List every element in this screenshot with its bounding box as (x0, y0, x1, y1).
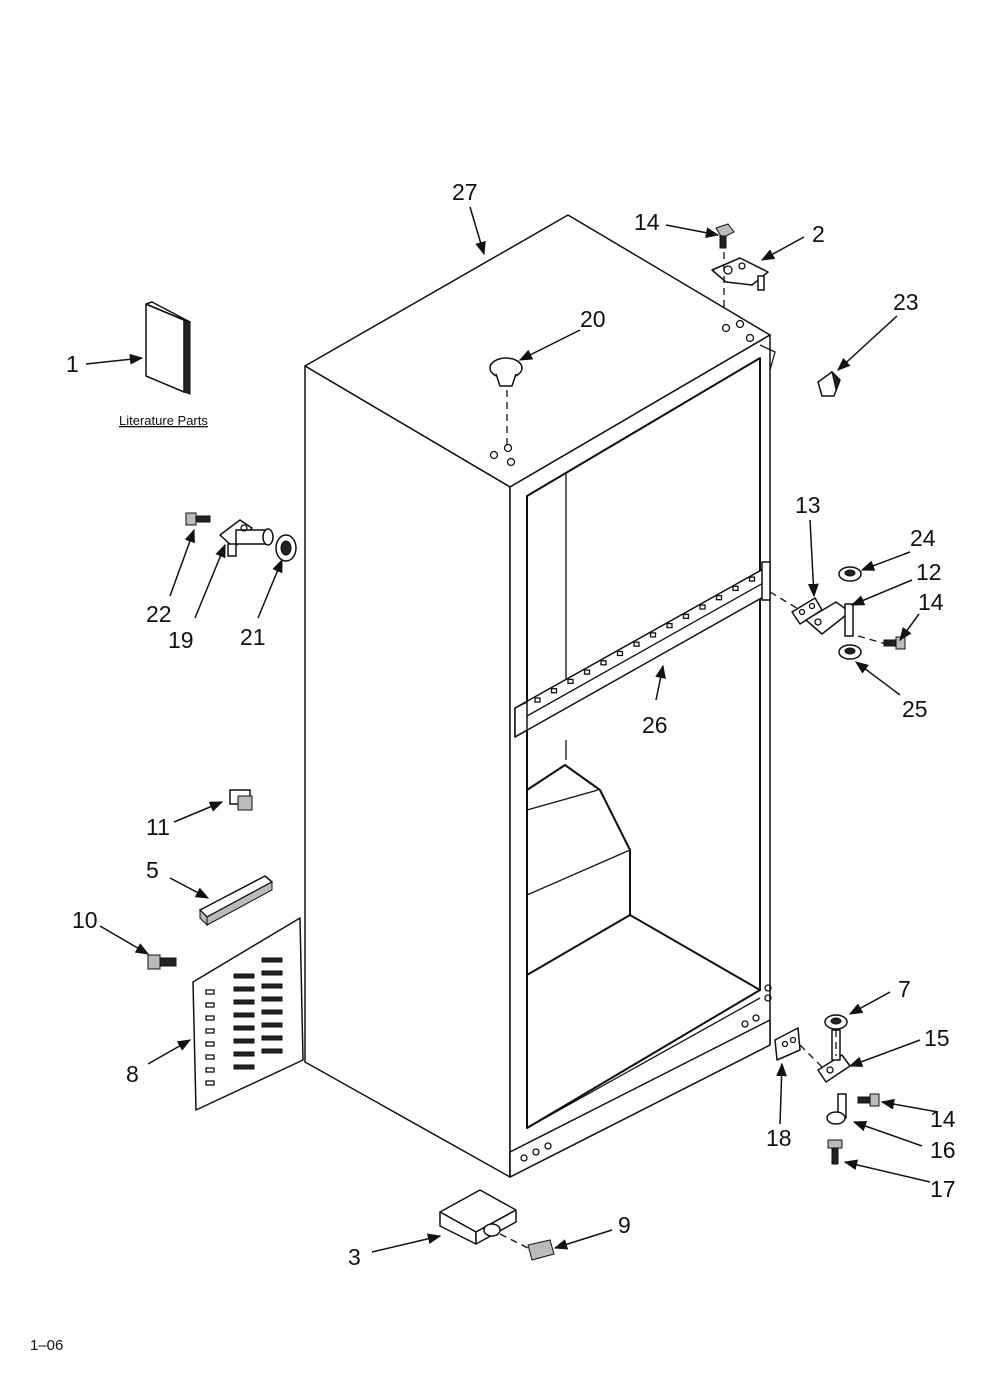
panel-vent (233, 1025, 255, 1031)
rail-slot (748, 576, 756, 582)
hinge-screw-top (715, 223, 735, 249)
label-25: 25 (902, 696, 928, 722)
label-10: 10 (72, 907, 98, 933)
label-22: 22 (146, 601, 172, 627)
center-hinge (805, 601, 854, 637)
rail-slot (682, 613, 690, 619)
label-14-top: 14 (634, 209, 660, 235)
label-17: 17 (930, 1176, 956, 1202)
rail-slot (666, 622, 673, 629)
top-hinge (711, 257, 769, 291)
label-27: 27 (452, 179, 478, 205)
label-26: 26 (642, 712, 668, 738)
panel-vent (205, 1054, 215, 1060)
door-stop-bracket (219, 519, 274, 557)
label-12: 12 (916, 559, 942, 585)
panel-vent (261, 1048, 283, 1054)
part-labels: 1 Literature Parts 27 14 2 20 23 13 24 1… (30, 179, 956, 1354)
label-13: 13 (795, 492, 821, 518)
rail-slot (633, 641, 640, 647)
label-14-mid: 14 (918, 589, 944, 615)
panel-vent (261, 957, 283, 963)
center-hinge-screw (883, 636, 906, 650)
wire-clip (229, 789, 253, 811)
panel-vent (233, 1051, 255, 1057)
bottom-hinge-screw (857, 1093, 880, 1107)
door-stop-bolt (185, 512, 211, 526)
panel-vent (261, 970, 283, 976)
panel-vent (233, 973, 255, 979)
label-5: 5 (146, 857, 159, 883)
label-8: 8 (126, 1061, 139, 1087)
rail-slot (583, 669, 591, 675)
bottom-hinge (817, 1029, 851, 1083)
rail-slot (534, 697, 541, 703)
panel-vent (233, 999, 255, 1005)
bottom-hinge-shim (774, 1027, 801, 1061)
bottom-washer (824, 1014, 848, 1030)
panel-vent (233, 1012, 255, 1018)
rail-slot (649, 632, 657, 638)
label-21: 21 (240, 624, 266, 650)
rear-access-panel (192, 917, 304, 1111)
label-11: 11 (146, 814, 170, 840)
panel-vent (261, 1035, 283, 1041)
label-16: 16 (930, 1137, 956, 1163)
label-2: 2 (812, 221, 825, 247)
rail-slot (699, 604, 706, 610)
literature-parts-caption: Literature Parts (119, 413, 208, 428)
center-mullion-rail (514, 561, 771, 738)
upper-washer (838, 566, 862, 582)
hinge-pin-screw (827, 1139, 843, 1165)
panel-vent (205, 1015, 215, 1021)
panel-vent (205, 1080, 215, 1086)
label-19: 19 (168, 627, 194, 653)
label-1: 1 (66, 351, 79, 377)
panel-vent (233, 1064, 255, 1070)
label-7: 7 (898, 976, 911, 1002)
label-15: 15 (924, 1025, 950, 1051)
rail-slot (616, 650, 624, 657)
hinge-cover (817, 370, 841, 397)
panel-vent (205, 1067, 215, 1073)
toe-grille-strip (199, 875, 273, 927)
lower-washer (838, 644, 862, 660)
rail-slot (732, 585, 739, 592)
label-24: 24 (910, 525, 936, 551)
panel-vent (233, 1038, 255, 1044)
refrigerator-cabinet (304, 214, 776, 1178)
door-stop-bushing (275, 534, 297, 562)
panel-vent (205, 989, 215, 995)
panel-vent (261, 996, 283, 1002)
label-20: 20 (580, 306, 606, 332)
rail-slot (550, 688, 558, 694)
panel-vent (261, 983, 283, 989)
panel-vent (233, 986, 255, 992)
literature-booklet (145, 301, 191, 395)
panel-vent (261, 1022, 283, 1028)
panel-vent (205, 1041, 215, 1047)
label-18: 18 (766, 1125, 792, 1151)
hinge-pin (826, 1093, 847, 1125)
rail-slot (600, 660, 607, 666)
label-14-bottom: 14 (930, 1106, 956, 1132)
label-23: 23 (893, 289, 919, 315)
label-9: 9 (618, 1212, 631, 1238)
label-3: 3 (348, 1244, 361, 1270)
page-footer-code: 1–06 (30, 1337, 63, 1354)
panel-vent (261, 1009, 283, 1015)
leader-lines (85, 206, 939, 1253)
top-hole-plug (489, 357, 523, 387)
panel-vent (205, 1002, 215, 1008)
rail-slot (715, 595, 723, 601)
grille-screw (147, 954, 177, 970)
rail-slot (567, 678, 574, 685)
leveling-leg-bracket (439, 1189, 517, 1245)
panel-vent (205, 1028, 215, 1034)
leveling-screw (527, 1239, 555, 1261)
